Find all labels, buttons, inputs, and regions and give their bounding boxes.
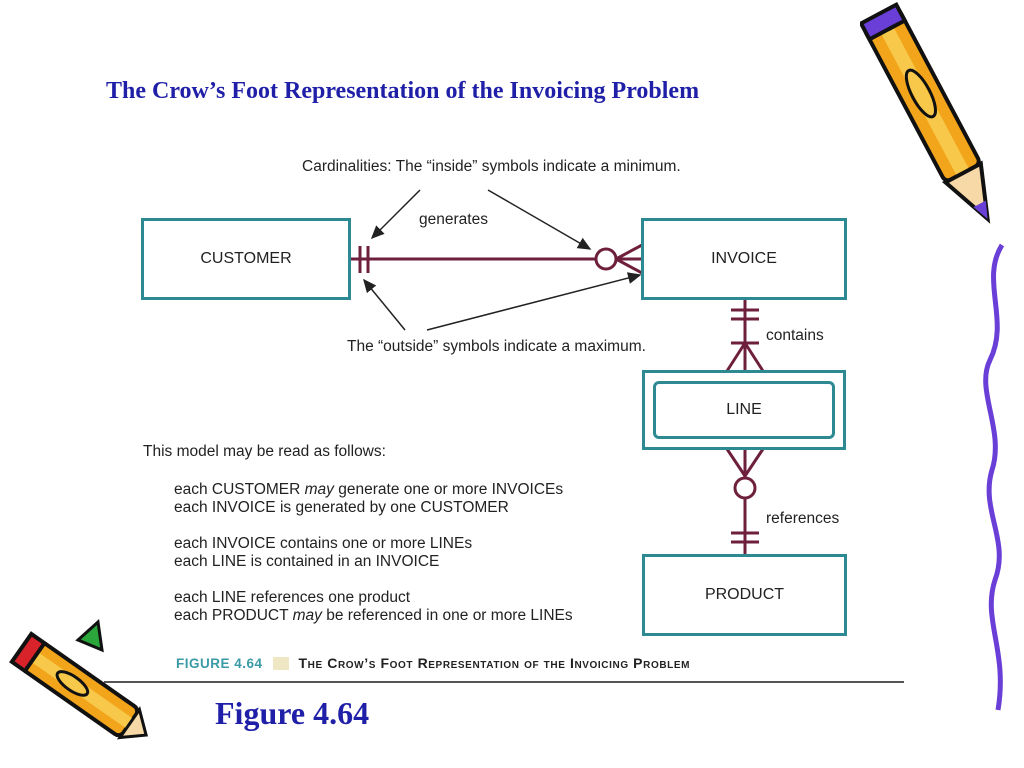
reading-group-3-line-2: each PRODUCT may be referenced in one or… bbox=[174, 607, 573, 624]
entity-product: PRODUCT bbox=[642, 554, 847, 636]
caption-separator-box bbox=[272, 657, 289, 670]
references-label: references bbox=[766, 510, 840, 527]
reading-group-3-line-1: each LINE references one product bbox=[174, 589, 411, 606]
entity-line-label: LINE bbox=[726, 401, 762, 418]
line-bottom-crowfoot-2 bbox=[743, 448, 765, 477]
contains-label: contains bbox=[766, 327, 824, 344]
entity-customer: CUSTOMER bbox=[141, 218, 351, 300]
entity-line: LINE bbox=[642, 370, 846, 450]
reading-group-2-line-1: each INVOICE contains one or more LINEs bbox=[174, 535, 473, 552]
entity-invoice: INVOICE bbox=[641, 218, 847, 300]
line-top-crowfoot-2 bbox=[743, 342, 765, 372]
inside-note-arrow-left bbox=[370, 189, 421, 240]
entity-product-label: PRODUCT bbox=[704, 586, 785, 603]
invoice-side-crowfoot-3 bbox=[615, 257, 643, 275]
entity-customer-label: CUSTOMER bbox=[200, 250, 292, 267]
inside-note-arrow-right bbox=[487, 189, 592, 250]
line-top-crowfoot-1 bbox=[725, 342, 747, 372]
inside-symbols-note: Cardinalities: The “inside” symbols indi… bbox=[302, 158, 681, 175]
reading-group-1-line-2: each INVOICE is generated by one CUSTOME… bbox=[174, 499, 509, 516]
invoice-side-crowfoot-1 bbox=[615, 243, 643, 261]
pencil-clipart-bottom-left bbox=[9, 619, 149, 740]
invoice-side-circle bbox=[594, 247, 618, 271]
outside-note-arrow-right bbox=[426, 272, 642, 331]
reading-group-1-line-1: each CUSTOMER may generate one or more I… bbox=[174, 481, 564, 498]
line-bottom-crowfoot-1 bbox=[725, 448, 747, 477]
reading-intro: This model may be read as follows: bbox=[143, 443, 386, 460]
figure-number: FIGURE 4.64 bbox=[176, 656, 263, 671]
generates-label: generates bbox=[419, 211, 488, 228]
pencil-clipart-top-right bbox=[860, 1, 991, 224]
line-bottom-circle bbox=[733, 476, 757, 500]
slide-title: The Crow’s Foot Representation of the In… bbox=[106, 78, 700, 104]
caption-divider bbox=[104, 681, 904, 683]
figure-label: Figure 4.64 bbox=[215, 695, 370, 731]
entity-line-inner-border: LINE bbox=[653, 381, 835, 439]
figure-caption-text: The Crow’s Foot Representation of the In… bbox=[298, 655, 691, 671]
outside-symbols-note: The “outside” symbols indicate a maximum… bbox=[347, 338, 646, 355]
outside-note-arrow-left bbox=[363, 278, 406, 331]
squiggle-line-decoration bbox=[983, 243, 1005, 711]
reading-group-2-line-2: each LINE is contained in an INVOICE bbox=[174, 553, 440, 570]
entity-invoice-label: INVOICE bbox=[711, 250, 777, 267]
figure-caption: FIGURE 4.64 The Crow’s Foot Representatio… bbox=[176, 655, 690, 671]
